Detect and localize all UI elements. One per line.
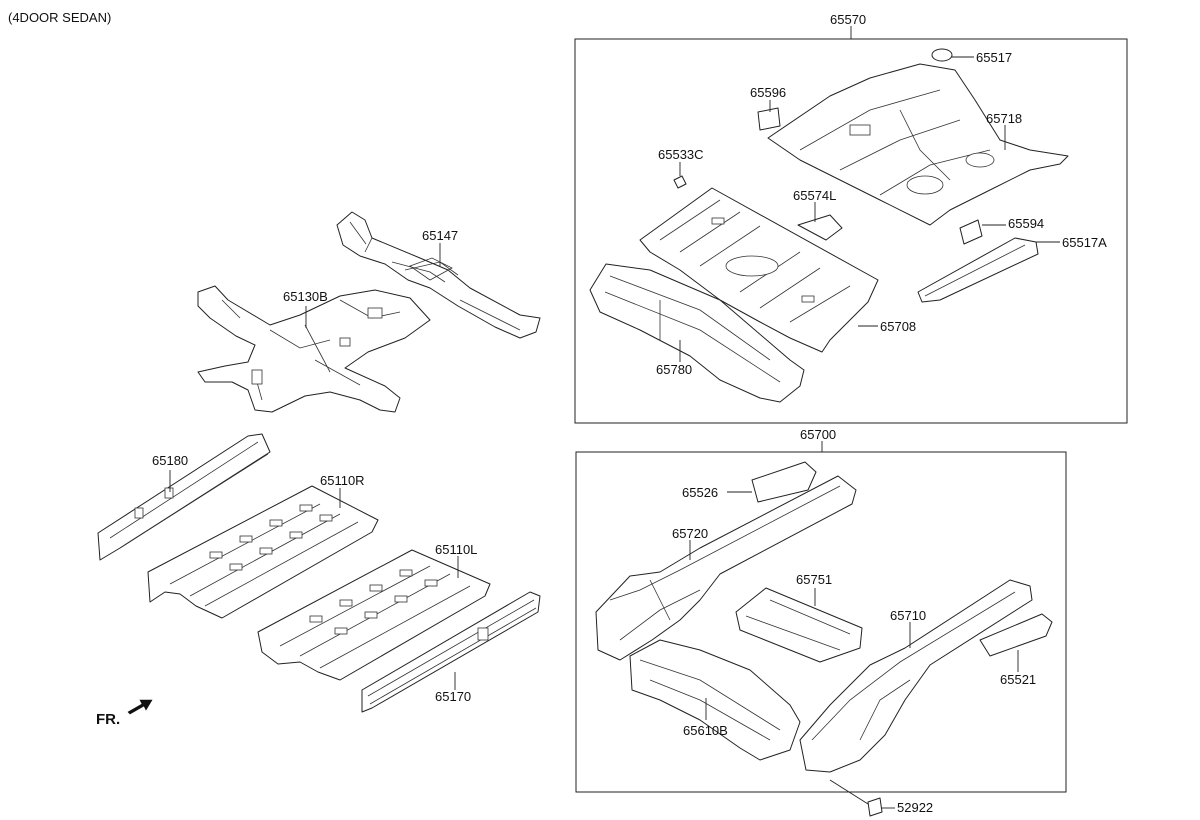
part-65526-label[interactable]: 65526 [682, 485, 718, 500]
part-65517-label[interactable]: 65517 [976, 50, 1012, 65]
part-65533C-label[interactable]: 65533C [658, 147, 704, 162]
part-65517A-drawing[interactable] [917, 237, 1039, 303]
part-65720-label[interactable]: 65720 [672, 526, 708, 541]
part-65780-drawing[interactable] [589, 263, 805, 403]
part-65130B-label[interactable]: 65130B [283, 289, 328, 304]
part-65780-label[interactable]: 65780 [656, 362, 692, 377]
part-65180-label[interactable]: 65180 [152, 453, 188, 468]
part-65574L-label[interactable]: 65574L [793, 188, 836, 203]
part-52922-label[interactable]: 52922 [897, 800, 933, 815]
part-65521-label[interactable]: 65521 [1000, 672, 1036, 687]
part-65710-drawing[interactable] [799, 579, 1033, 773]
part-65110R-label[interactable]: 65110R [320, 473, 365, 488]
part-65610B-label[interactable]: 65610B [683, 723, 728, 738]
part-65720-drawing[interactable] [595, 475, 857, 661]
part-65180-drawing[interactable] [97, 433, 271, 561]
part-65610B-drawing[interactable] [629, 639, 801, 761]
rear-frame-group-box [575, 451, 1067, 793]
part-65596-label[interactable]: 65596 [750, 85, 786, 100]
part-65110R-drawing[interactable] [147, 485, 379, 619]
part-65594-label[interactable]: 65594 [1008, 216, 1044, 231]
part-65594-drawing[interactable] [959, 219, 983, 245]
part-65517A-label[interactable]: 65517A [1062, 235, 1107, 250]
front-arrow-icon [127, 699, 153, 715]
part-65526-drawing[interactable] [751, 461, 817, 503]
front-direction-label: FR. [96, 711, 120, 728]
rear-frame-group-number[interactable]: 65700 [800, 427, 836, 442]
rear-floor-group-number[interactable]: 65570 [830, 12, 866, 27]
part-65517-drawing[interactable] [931, 48, 953, 62]
part-65147-label[interactable]: 65147 [422, 228, 458, 243]
part-65130B-drawing[interactable] [197, 285, 431, 413]
part-65533C-drawing[interactable] [673, 175, 687, 189]
part-65110L-label[interactable]: 65110L [435, 542, 477, 557]
part-65751-label[interactable]: 65751 [796, 572, 832, 587]
part-65147-drawing[interactable] [336, 211, 541, 339]
part-65110L-drawing[interactable] [257, 549, 491, 681]
variant-title: (4DOOR SEDAN) [8, 10, 111, 25]
part-65708-label[interactable]: 65708 [880, 319, 916, 334]
part-65718-label[interactable]: 65718 [986, 111, 1022, 126]
part-65574L-drawing[interactable] [797, 214, 843, 241]
part-65521-drawing[interactable] [979, 613, 1053, 657]
part-52922-drawing[interactable] [867, 797, 883, 817]
part-65710-label[interactable]: 65710 [890, 608, 926, 623]
part-65718-drawing[interactable] [767, 63, 1069, 226]
part-65170-label[interactable]: 65170 [435, 689, 471, 704]
part-65751-drawing[interactable] [735, 587, 863, 663]
part-65596-drawing[interactable] [757, 107, 781, 131]
part-65170-drawing[interactable] [361, 591, 541, 713]
part-52922-leader-a [829, 779, 869, 805]
part-65708-drawing[interactable] [639, 187, 879, 353]
